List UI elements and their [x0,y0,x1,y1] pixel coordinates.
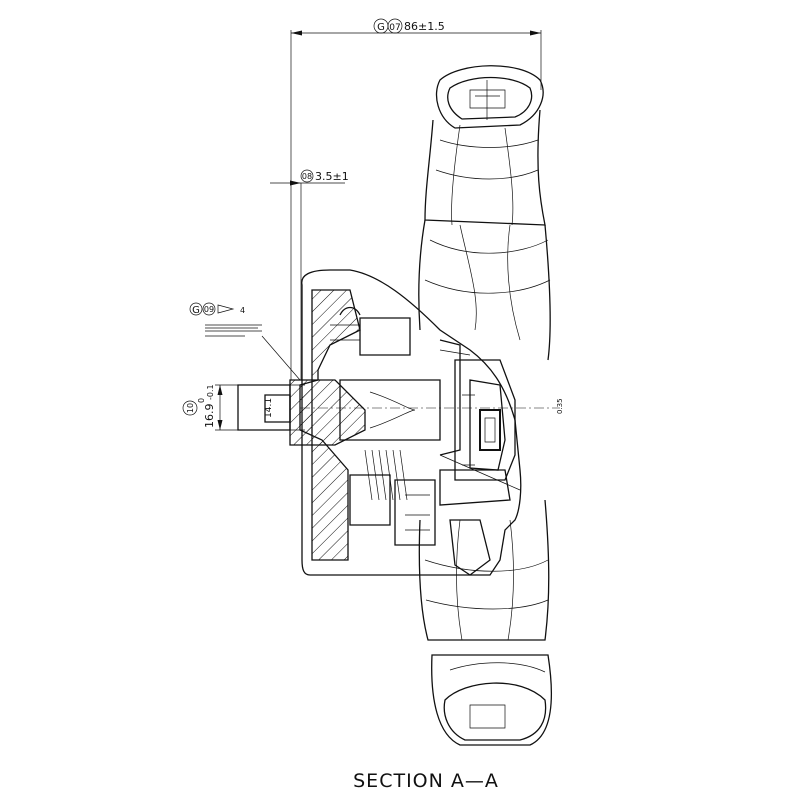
overall-width-dimension: G 07 86±1.5 [290,18,542,380]
overall-width-balloon-prefix: G [377,22,385,33]
housing-section [237,269,522,576]
centerline-note: 0.35 [556,398,564,414]
vertical-tube [418,65,552,746]
gdt-balloon-prefix: G [192,305,200,316]
overall-width-balloon: G 07 [373,18,403,34]
section-title: SECTION A—A [353,770,499,792]
inner-label: 14.1 [264,398,274,418]
offset-balloon-number: 08 [302,172,312,181]
overall-width-balloon-number: 07 [389,23,400,33]
bore-dimension: 10 16.9 0 -0.1 [182,384,305,431]
offset-dimension: 08 3.5±1 [270,169,349,380]
bore-value: 16.9 [203,404,216,429]
bore-balloon-number: 10 [186,403,195,413]
bore-lower-tol: -0.1 [206,384,215,400]
offset-value: 3.5±1 [315,170,349,183]
gdt-callout: G 09 4 [189,302,301,381]
overall-width-value: 86±1.5 [404,20,445,33]
gdt-balloon-number: 09 [204,305,214,314]
centerline: 0.35 [300,398,564,414]
gdt-value: 4 [240,306,245,315]
bore-upper-tol: 0 [197,398,206,403]
